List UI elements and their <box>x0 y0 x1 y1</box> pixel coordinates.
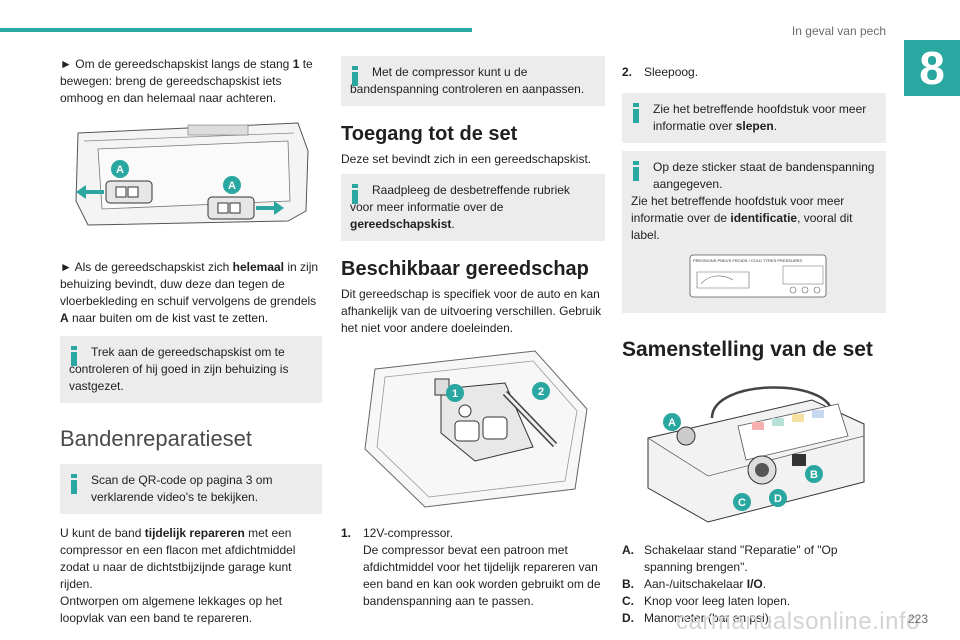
info-text: Raadpleeg de desbetreffende rubriek voor… <box>350 182 596 233</box>
step-text: te bewegen: breng de gereedschapskist ie… <box>60 57 313 105</box>
item-title: Sleepoog. <box>644 65 699 79</box>
section-heading: Bandenreparatieset <box>60 426 253 451</box>
callout-label-a: A <box>228 180 236 192</box>
paragraph: U kunt de band tijdelijk repareren met e… <box>60 525 322 593</box>
paragraph-text: met een compressor en een flacon met afd… <box>60 526 296 591</box>
legend-text: Manometer (bar en psi). <box>644 611 773 625</box>
paragraph: Dit gereedschap is specifiek voor de aut… <box>341 287 602 335</box>
chapter-number-tab: 8 <box>904 40 960 96</box>
legend-item-a: A. Schakelaar stand "Reparatie" of "Op s… <box>622 542 886 576</box>
legend-text-part: Aan-/uitschakelaar <box>644 577 747 591</box>
toolbox-latch-figure: A A <box>68 121 322 227</box>
callout-label-b: B <box>810 469 818 481</box>
label-title: PRESSIONS PNEUS FROIDS / COLD TYRES PRES… <box>693 258 802 263</box>
info-icon <box>69 346 81 366</box>
column-right: 2. Sleepoog. Zie het betreffende hoofdst… <box>622 56 886 627</box>
section-title: In geval van pech <box>791 24 886 38</box>
step-text: Als de gereedschapskist zich <box>74 260 233 274</box>
info-box: Scan de QR-code op pagina 3 om verklaren… <box>60 464 322 514</box>
item-description: De compressor bevat een patroon met afdi… <box>363 543 601 608</box>
step-toolbox-lock: ► Als de gereedschapskist zich helemaal … <box>60 259 322 327</box>
item-number: 2. <box>622 65 633 79</box>
info-text-part: Zie het betreffende hoofdstuk voor meer … <box>653 102 867 133</box>
legend-key: B. <box>622 577 634 591</box>
emphasis: slepen <box>735 119 774 133</box>
item-title: 12V-compressor. <box>363 526 454 540</box>
page-number: 223 <box>907 612 928 626</box>
info-text-part: Raadpleeg de desbetreffende rubriek voor… <box>350 183 570 214</box>
watermark: carmanualsonline.info <box>676 608 920 635</box>
step-text: Om de gereedschapskist langs de stang <box>75 57 293 71</box>
callout-label-c: C <box>738 497 746 509</box>
info-icon <box>69 474 81 494</box>
paragraph: Ontworpen om algemene lekkages op het lo… <box>60 594 283 625</box>
legend-key: A. <box>622 543 634 557</box>
step-text: naar buiten om de kist vast te zetten. <box>68 311 269 325</box>
info-text-part: , vooral dit label. <box>631 211 853 242</box>
legend-text-part: . <box>762 577 767 591</box>
info-box: Met de compressor kunt u de bandenspanni… <box>341 56 605 106</box>
info-text-part: . <box>451 217 455 231</box>
arrow-bullet: ► <box>60 57 72 71</box>
header-accent-bar <box>0 28 472 32</box>
repair-kit-figure: A B C D <box>642 378 886 528</box>
callout-label-a: A <box>116 164 124 176</box>
tool-item-1: 1. 12V-compressor. De compressor bevat e… <box>341 525 605 610</box>
tool-item-2: 2. Sleepoog. <box>622 64 886 81</box>
info-icon <box>350 184 362 204</box>
arrow-bullet: ► <box>60 260 72 274</box>
step-ref: 1 <box>292 57 300 71</box>
info-text: Op deze sticker staat de bandenspanning … <box>653 160 875 191</box>
step-toolbox-move: ► Om de gereedschapskist langs de stang … <box>60 56 322 107</box>
section-heading: Samenstelling van de set <box>622 338 873 361</box>
info-text: Trek aan de gereedschapskist om te contr… <box>69 345 289 393</box>
section-heading: Beschikbaar gereedschap <box>341 258 589 280</box>
legend-text: Schakelaar stand "Reparatie" of "Op span… <box>644 543 838 574</box>
step-ref: A <box>60 311 69 325</box>
step-text: in zijn behuizing bevindt, duw deze dan … <box>60 260 319 308</box>
toolset-figure: 1 2 <box>355 349 605 509</box>
legend-key: D. <box>622 611 634 625</box>
info-text: Scan de QR-code op pagina 3 om verklaren… <box>91 473 273 504</box>
legend-item-c: C. Knop voor leeg laten lopen. <box>622 593 886 610</box>
callout-label-1: 1 <box>452 388 458 400</box>
column-middle: Met de compressor kunt u de bandenspanni… <box>341 56 605 610</box>
legend-text: Knop voor leeg laten lopen. <box>644 594 791 608</box>
info-box: Raadpleeg de desbetreffende rubriek voor… <box>341 174 605 241</box>
info-box: Trek aan de gereedschapskist om te contr… <box>60 336 322 403</box>
item-number: 1. <box>341 526 352 540</box>
callout-label-2: 2 <box>538 386 544 398</box>
info-icon <box>350 66 362 86</box>
emphasis: tijdelijk repareren <box>144 526 245 540</box>
info-text-part: . <box>773 119 778 133</box>
section-heading: Toegang tot de set <box>341 123 518 145</box>
column-left: ► Om de gereedschapskist langs de stang … <box>60 56 322 627</box>
paragraph: Deze set bevindt zich in een gereedschap… <box>341 152 592 166</box>
legend-list: A. Schakelaar stand "Reparatie" of "Op s… <box>622 542 886 627</box>
tyre-pressure-label-figure: PRESSIONS PNEUS FROIDS / COLD TYRES PRES… <box>689 254 877 303</box>
info-text: Zie het betreffende hoofdstuk voor meer … <box>631 193 877 244</box>
paragraph-text: U kunt de band <box>60 526 145 540</box>
emphasis: identificatie <box>730 211 798 225</box>
callout-label-d: D <box>774 493 782 505</box>
info-text: Zie het betreffende hoofdstuk voor meer … <box>631 101 877 135</box>
info-text-part: Zie het betreffende hoofdstuk voor meer … <box>631 194 845 225</box>
info-box: Op deze sticker staat de bandenspanning … <box>622 151 886 313</box>
callout-label-a: A <box>668 417 676 429</box>
legend-key: C. <box>622 594 634 608</box>
emphasis: gereedschapskist <box>350 217 452 231</box>
legend-text: Aan-/uitschakelaar I/O. <box>644 576 766 593</box>
legend-item-d: D. Manometer (bar en psi). <box>622 610 886 627</box>
info-box: Zie het betreffende hoofdstuk voor meer … <box>622 93 886 143</box>
step-emphasis: helemaal <box>232 260 285 274</box>
info-text: Met de compressor kunt u de bandenspanni… <box>350 65 585 96</box>
legend-item-b: B. Aan-/uitschakelaar I/O. <box>622 576 886 593</box>
emphasis: I/O <box>746 577 763 591</box>
info-icon <box>631 103 643 123</box>
info-icon <box>631 161 643 181</box>
